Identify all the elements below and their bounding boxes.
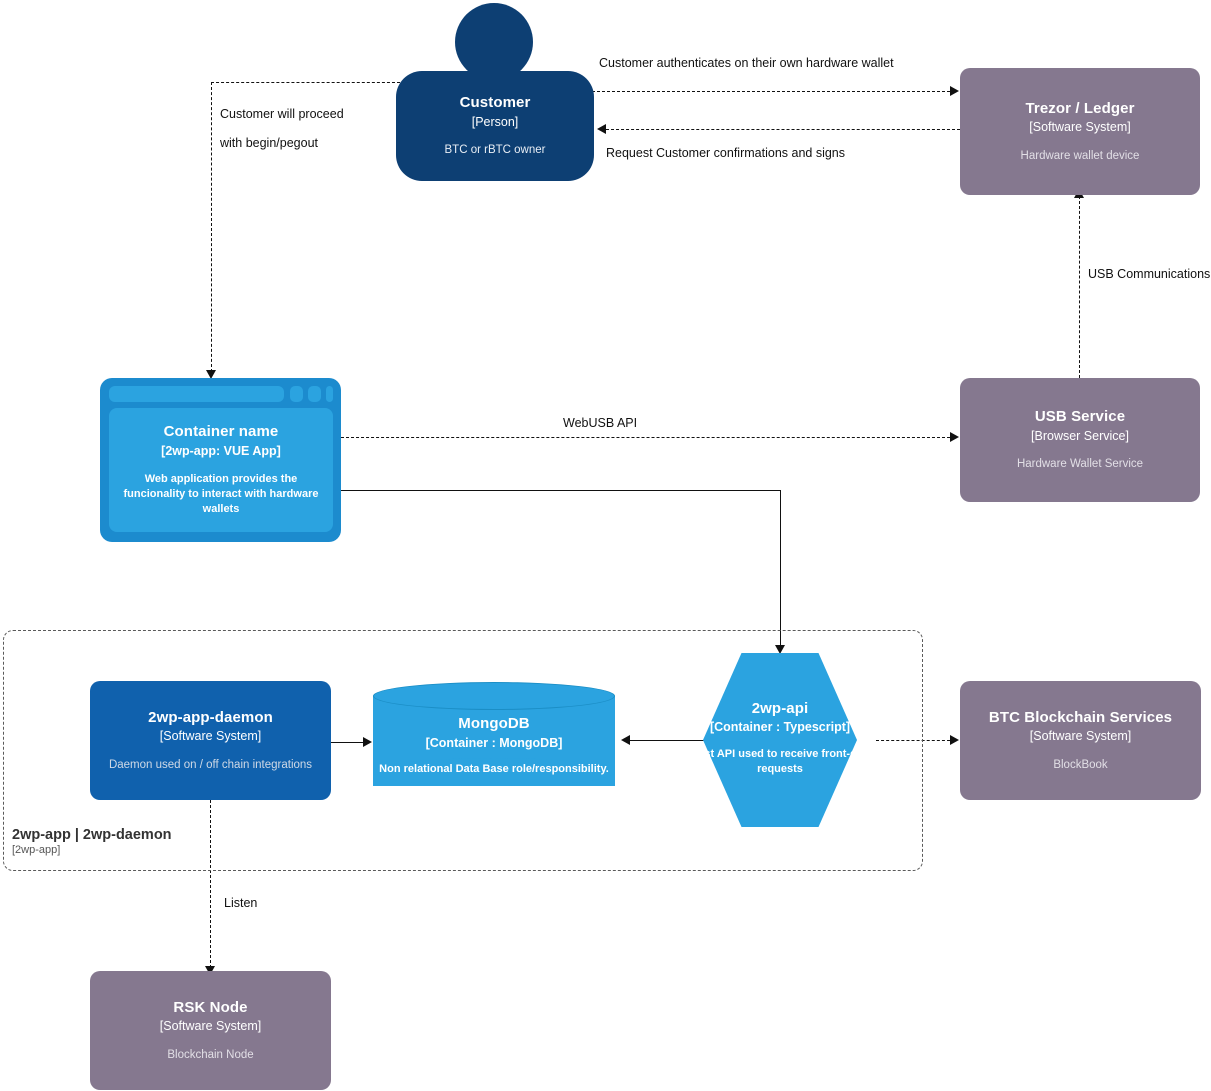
browser-button-2[interactable] xyxy=(308,386,321,402)
rsk-node-title: RSK Node xyxy=(173,998,248,1016)
edge-api-to-btc-arrowhead xyxy=(950,735,959,745)
usb-service-description: Hardware Wallet Service xyxy=(1016,458,1144,471)
edge-api-to-btc xyxy=(876,740,950,741)
customer-head-shape xyxy=(455,3,533,81)
btc-blockchain-description: BlockBook xyxy=(1053,758,1108,771)
browser-button-3[interactable] xyxy=(326,386,333,402)
browser-button-1[interactable] xyxy=(290,386,303,402)
trezor-ledger-title: Trezor / Ledger xyxy=(1025,99,1135,117)
boundary-subtitle: [2wp-app] xyxy=(12,844,61,856)
edge-api-to-mongodb-arrowhead xyxy=(621,735,630,745)
edge-container-to-usb-arrowhead xyxy=(950,432,959,442)
edge-label-customer-to-trezor: Customer authenticates on their own hard… xyxy=(599,56,894,70)
mongodb-title: MongoDB xyxy=(458,715,530,733)
edge-daemon-to-mongodb xyxy=(331,742,364,743)
container-name-subtitle: [2wp-app: VUE App] xyxy=(161,443,281,458)
edge-label-usb-to-trezor: USB Communications xyxy=(1088,267,1211,281)
edge-customer-to-trezor-arrowhead xyxy=(950,86,959,96)
boundary-2wp-app-2wp-daemon xyxy=(3,630,923,871)
node-2wp-app-daemon[interactable]: 2wp-app-daemon [Software System] Daemon … xyxy=(90,681,331,800)
node-mongodb[interactable]: MongoDB [Container : MongoDB] Non relati… xyxy=(373,682,615,800)
browser-title-bar xyxy=(109,386,284,402)
edge-daemon-to-rsk-arrowhead xyxy=(205,966,215,975)
node-btc-blockchain-services[interactable]: BTC Blockchain Services [Software System… xyxy=(960,681,1201,800)
edge-usb-to-trezor xyxy=(1079,196,1080,378)
rsk-node-description: Blockchain Node xyxy=(167,1048,254,1061)
edge-daemon-to-mongodb-arrowhead xyxy=(363,737,372,747)
edge-label-trezor-to-customer: Request Customer confirmations and signs xyxy=(606,146,846,160)
customer-description: BTC or rBTC owner xyxy=(444,144,546,157)
mongodb-subtitle: [Container : MongoDB] xyxy=(425,736,563,751)
edge-container-to-api-horizontal xyxy=(341,490,781,491)
node-trezor-ledger[interactable]: Trezor / Ledger [Software System] Hardwa… xyxy=(960,68,1200,195)
container-name-description: Web application provides the funcionalit… xyxy=(123,473,319,515)
usb-service-subtitle: [Browser Service] xyxy=(1031,428,1129,443)
edge-label-daemon-to-rsk: Listen xyxy=(224,896,258,910)
node-rsk-node[interactable]: RSK Node [Software System] Blockchain No… xyxy=(90,971,331,1090)
edge-container-to-api-arrowhead xyxy=(775,645,785,654)
edge-trezor-to-customer xyxy=(606,129,960,130)
edge-customer-to-container-arrowhead xyxy=(206,370,216,379)
browser-window-content: Container name [2wp-app: VUE App] Web ap… xyxy=(109,408,333,532)
daemon-subtitle: [Software System] xyxy=(159,729,262,744)
btc-blockchain-title: BTC Blockchain Services xyxy=(988,708,1173,726)
edge-container-to-usb xyxy=(341,437,950,438)
edge-label-container-to-usb: WebUSB API xyxy=(563,416,638,430)
edge-customer-to-trezor xyxy=(592,91,950,92)
customer-subtitle: [Person] xyxy=(471,114,519,129)
edge-container-to-api-vertical xyxy=(780,490,781,647)
edge-customer-to-container-horizontal xyxy=(211,82,400,83)
rsk-node-subtitle: [Software System] xyxy=(159,1019,262,1034)
mongodb-cylinder-bottom xyxy=(373,758,615,786)
edge-trezor-to-customer-arrowhead xyxy=(597,124,606,134)
customer-title: Customer xyxy=(459,94,531,112)
node-container-name[interactable]: Container name [2wp-app: VUE App] Web ap… xyxy=(100,378,341,542)
api-hexagon-shape xyxy=(703,653,857,827)
mongodb-description: Non relational Data Base role/responsibi… xyxy=(379,763,609,776)
edge-daemon-to-rsk xyxy=(210,800,211,968)
container-name-title: Container name xyxy=(163,423,279,441)
boundary-title: 2wp-app | 2wp-daemon xyxy=(12,827,172,843)
btc-blockchain-subtitle: [Software System] xyxy=(1029,729,1132,744)
customer-body-shape xyxy=(396,71,594,181)
daemon-description: Daemon used on / off chain integrations xyxy=(108,758,313,771)
edge-customer-to-container-vertical xyxy=(211,82,212,372)
node-2wp-api[interactable] xyxy=(703,653,857,827)
node-usb-service[interactable]: USB Service [Browser Service] Hardware W… xyxy=(960,378,1200,502)
mongodb-cylinder-top xyxy=(373,682,615,710)
edge-api-to-mongodb xyxy=(630,740,720,741)
daemon-title: 2wp-app-daemon xyxy=(148,708,273,726)
trezor-ledger-description: Hardware wallet device xyxy=(1020,149,1140,162)
edge-label-customer-to-container-line2: with begin/pegout xyxy=(220,136,318,150)
edge-label-customer-to-container-line1: Customer will proceed xyxy=(220,107,344,121)
boundary-label: 2wp-app | 2wp-daemon [2wp-app] xyxy=(12,827,172,856)
usb-service-title: USB Service xyxy=(1034,408,1126,426)
trezor-ledger-subtitle: [Software System] xyxy=(1029,120,1131,135)
mongodb-label-group: MongoDB [Container : MongoDB] Non relati… xyxy=(373,700,615,792)
node-customer[interactable]: Customer [Person] BTC or rBTC owner xyxy=(396,0,594,182)
